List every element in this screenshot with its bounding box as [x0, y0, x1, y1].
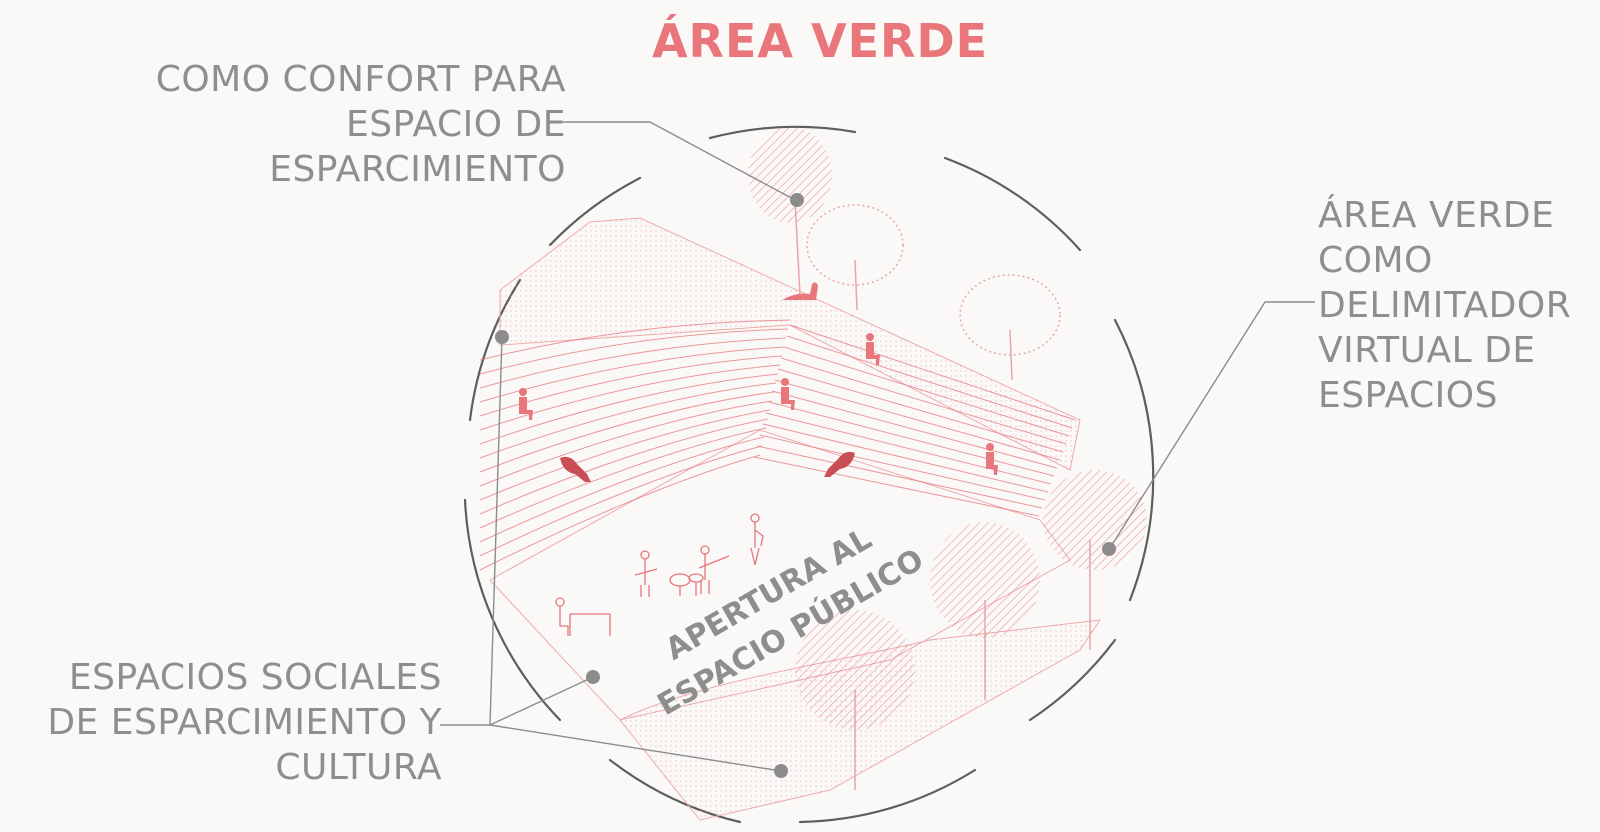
leader-dot	[495, 330, 509, 344]
trees	[748, 127, 1147, 790]
ground	[489, 217, 1102, 821]
step-line	[479, 445, 763, 557]
step-line	[753, 456, 1040, 517]
tree	[959, 274, 1061, 381]
person-sitting	[781, 378, 795, 410]
people	[519, 282, 998, 482]
step-line	[479, 364, 781, 431]
leader-dot	[790, 193, 804, 207]
upper-lawn	[499, 217, 1081, 471]
leader-dot	[586, 670, 600, 684]
step-line	[783, 346, 1070, 437]
step-line	[479, 391, 775, 473]
step-line	[789, 324, 1076, 421]
leader-confort	[560, 121, 796, 201]
step-line	[479, 337, 787, 389]
step-line	[759, 434, 1046, 501]
person-reclining	[560, 456, 591, 482]
label-confort: COMO CONFORT PARA ESPACIO DE ESPARCIMIEN…	[156, 57, 566, 192]
label-line: DE ESPARCIMIENTO Y	[47, 702, 442, 743]
step-line	[768, 401, 1055, 477]
tree	[1043, 470, 1147, 650]
amphitheater-steps	[479, 319, 1076, 571]
circle-arc	[548, 176, 642, 247]
circle-arc	[943, 156, 1082, 252]
step-line	[777, 368, 1064, 453]
musician-saxophone	[750, 513, 764, 566]
tree	[806, 204, 904, 311]
person-lying	[782, 282, 818, 300]
step-line	[780, 357, 1067, 445]
outer-circle	[463, 125, 1155, 824]
step-line	[786, 335, 1073, 429]
label-delimitador: ÁREA VERDE COMO DELIMITADOR VIRTUAL DE E…	[1318, 193, 1571, 418]
person-reclining	[824, 451, 855, 477]
step-line	[479, 319, 791, 361]
person-sitting	[866, 333, 880, 365]
label-line: COMO CONFORT PARA	[155, 59, 566, 100]
leader-dot	[1102, 542, 1116, 556]
circle-arc	[798, 768, 977, 824]
musician-bass	[698, 545, 730, 594]
label-line: VIRTUAL DE	[1318, 330, 1536, 371]
person-sitting	[986, 443, 998, 475]
musician-piano	[555, 597, 611, 636]
step-line	[765, 412, 1052, 485]
step-line	[771, 390, 1058, 469]
label-line: CULTURA	[275, 747, 442, 788]
tree	[930, 522, 1040, 700]
label-line: ESPARCIMIENTO	[269, 149, 566, 190]
musicians	[555, 513, 764, 636]
label-line: ÁREA VERDE	[1318, 195, 1555, 236]
diagram-title: ÁREA VERDE	[651, 14, 989, 68]
circle-arc	[463, 498, 562, 722]
musician-guitar	[634, 550, 658, 597]
step-line	[479, 382, 777, 459]
label-line: DELIMITADOR	[1318, 285, 1572, 326]
step-line	[479, 328, 789, 375]
step-line	[479, 436, 765, 543]
step-line	[756, 445, 1043, 509]
tree	[748, 127, 832, 296]
label-sociales: ESPACIOS SOCIALES DE ESPARCIMIENTO Y CUL…	[47, 655, 442, 790]
label-line: ESPACIOS	[1318, 375, 1498, 416]
person-sitting	[519, 388, 533, 420]
label-line: ESPACIOS SOCIALES	[68, 657, 442, 698]
leader-lines	[440, 121, 1315, 772]
step-line	[479, 418, 769, 515]
step-line	[479, 409, 771, 501]
leader-sociales-a	[440, 336, 503, 726]
label-line: COMO	[1318, 240, 1433, 281]
leader-sociales-b	[489, 676, 594, 726]
leader-dots	[495, 193, 1116, 778]
circle-arc	[1028, 638, 1117, 722]
circle-arc	[708, 125, 857, 140]
drum-kit	[669, 573, 704, 596]
step-line	[762, 423, 1049, 493]
circle-arc	[1113, 318, 1155, 602]
leader-dot	[774, 764, 788, 778]
step-line	[479, 373, 779, 445]
step-line	[479, 400, 773, 487]
leader-sociales-c	[489, 724, 782, 772]
label-line: ESPACIO DE	[346, 104, 566, 145]
leader-delimitador	[1109, 301, 1315, 549]
step-line	[479, 427, 767, 529]
circle-arc	[608, 758, 742, 824]
tree	[795, 610, 915, 790]
step-line	[479, 454, 761, 571]
step-line	[774, 379, 1061, 461]
